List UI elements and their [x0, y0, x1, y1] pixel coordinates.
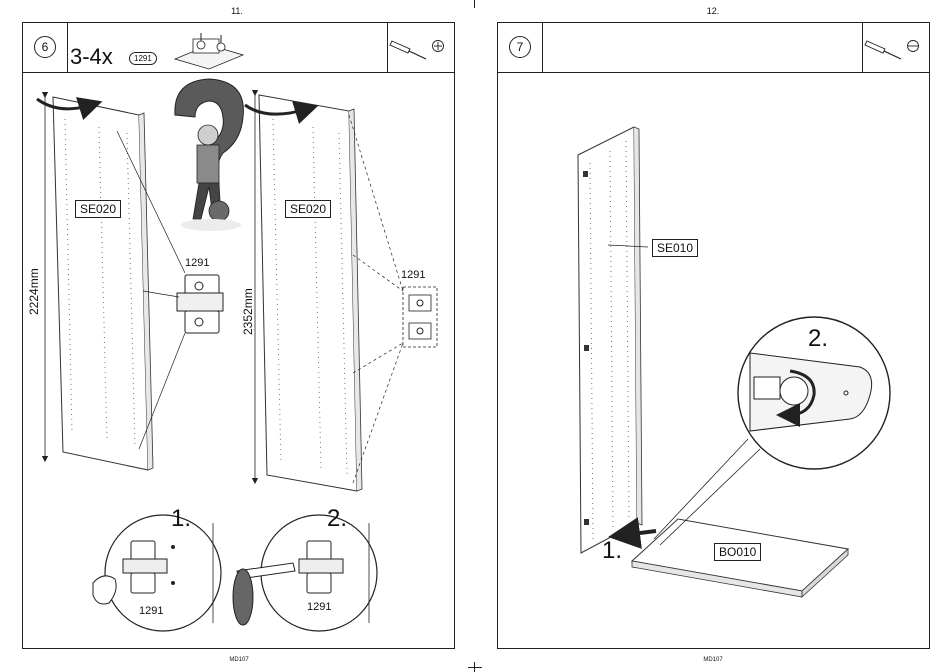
panel-tag-se010: SE010 [652, 239, 698, 257]
page-code-left: MD107 [219, 657, 259, 663]
page-number-left: 11. [217, 6, 257, 16]
arrow-number-1: 1. [602, 537, 622, 565]
hinge-label-center: 1291 [185, 257, 209, 269]
side-panel-right [255, 93, 403, 491]
detail-number-2-right: 2. [808, 325, 828, 353]
height-label-left: 2224mm [27, 268, 41, 315]
detail-label-1: 1291 [139, 605, 163, 617]
insert-arrow [624, 531, 656, 535]
hinge-label-right: 1291 [401, 269, 425, 281]
hinge-diagram-right [403, 287, 437, 347]
question-mark-person-icon [175, 79, 243, 231]
panel-tag-left: SE020 [75, 200, 121, 218]
detail-circle-2 [233, 515, 377, 631]
panel-tag-right: SE020 [285, 200, 331, 218]
instruction-page-right: 7 [497, 22, 930, 649]
detail-number-2: 2. [327, 505, 347, 533]
detail-label-2: 1291 [307, 601, 331, 613]
instruction-page-left: 6 3-4x 1291 [22, 22, 455, 649]
page-number-right: 12. [693, 6, 733, 16]
side-panel-se010 [578, 127, 648, 553]
base-tag-bo010: BO010 [714, 543, 761, 561]
detail-number-1: 1. [171, 505, 191, 533]
page-code-right: MD107 [693, 657, 733, 663]
side-panel-left [45, 95, 153, 470]
crop-mark-bottom-h [468, 667, 482, 668]
assembly-drawing-left [23, 23, 454, 648]
height-label-right: 2352mm [241, 288, 255, 335]
crop-mark-top [474, 0, 475, 8]
